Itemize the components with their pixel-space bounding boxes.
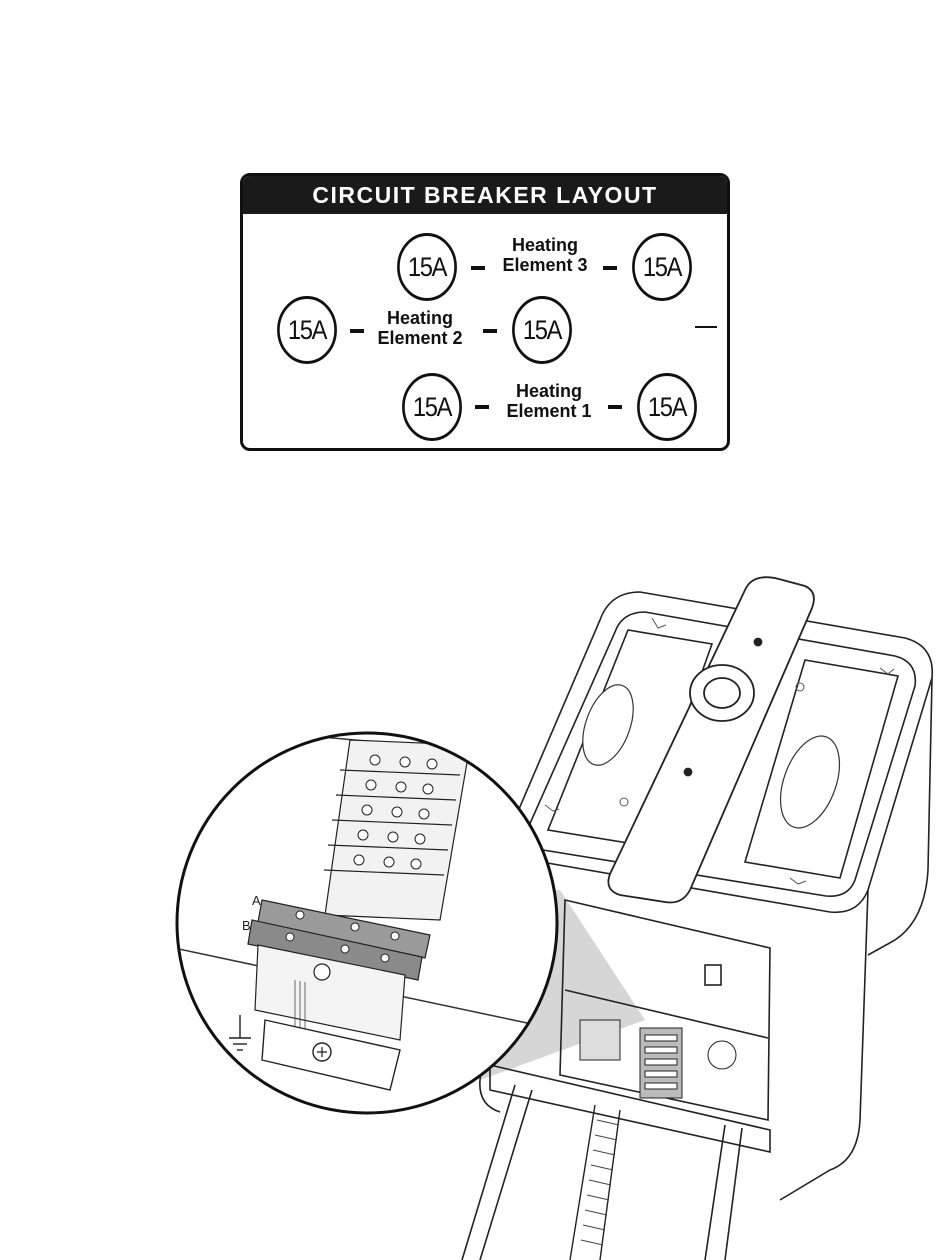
hose-middle-edge-a bbox=[570, 1105, 595, 1260]
hose-ribs bbox=[581, 1120, 619, 1245]
element-1-line1: Heating bbox=[484, 381, 614, 401]
body-right-edge bbox=[868, 678, 932, 955]
machine-drawing bbox=[0, 560, 950, 1260]
element-3-label: Heating Element 3 bbox=[480, 235, 610, 275]
hose-right-edge-a bbox=[705, 1125, 725, 1260]
breaker-element-1-left: 15A bbox=[402, 373, 462, 441]
panel-terminal-block bbox=[580, 1020, 736, 1098]
element-2-line2: Element 2 bbox=[355, 328, 485, 348]
breaker-element-2-right: 15A bbox=[512, 296, 572, 364]
label-title: CIRCUIT BREAKER LAYOUT bbox=[243, 176, 727, 214]
connector-dash bbox=[483, 329, 497, 333]
hoses bbox=[462, 1085, 742, 1260]
breaker-element-1-right: 15A bbox=[637, 373, 697, 441]
machine-illustration: A B bbox=[0, 560, 950, 1260]
handle-bar bbox=[608, 577, 814, 902]
bottom-lip bbox=[490, 1065, 770, 1152]
element-1-line2: Element 1 bbox=[484, 401, 614, 421]
hose-right-edge-b bbox=[725, 1128, 742, 1260]
element-2-line1: Heating bbox=[355, 308, 485, 328]
element-3-line1: Heating bbox=[480, 235, 610, 255]
body-right-wall bbox=[780, 890, 868, 1200]
carry-handle bbox=[608, 577, 814, 902]
breaker-element-3-right: 15A bbox=[632, 233, 692, 301]
circuit-breaker-label: CIRCUIT BREAKER LAYOUT 15A Heating Eleme… bbox=[240, 173, 730, 451]
power-switch bbox=[705, 965, 721, 985]
breaker-element-2-left: 15A bbox=[277, 296, 337, 364]
callout-a: A bbox=[252, 893, 261, 908]
element-2-label: Heating Element 2 bbox=[355, 308, 485, 348]
connector-dash bbox=[603, 266, 617, 270]
panel-component bbox=[580, 1020, 620, 1060]
callout-b: B bbox=[242, 918, 251, 933]
label-mark bbox=[695, 326, 717, 328]
element-3-line2: Element 3 bbox=[480, 255, 610, 275]
element-1-label: Heating Element 1 bbox=[484, 381, 614, 421]
handle-screw bbox=[685, 769, 692, 776]
breaker-element-3-left: 15A bbox=[397, 233, 457, 301]
panel-fitting bbox=[708, 1041, 736, 1069]
handle-logo-icon bbox=[704, 678, 740, 708]
handle-screw bbox=[755, 639, 762, 646]
connector-dash bbox=[608, 405, 622, 409]
